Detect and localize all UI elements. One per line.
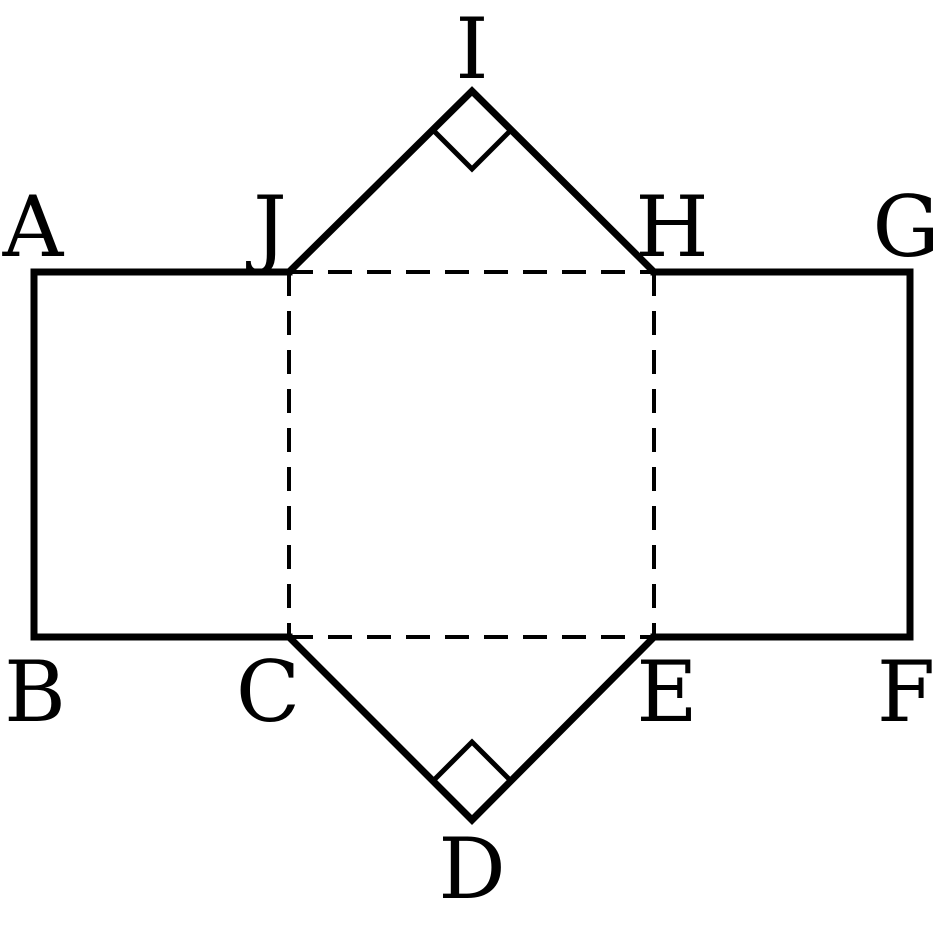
bottom-triangle-edges — [284, 632, 659, 825]
vertex-label-a: A — [2, 178, 65, 276]
vertex-label-i: I — [455, 0, 488, 98]
vertex-label-b: B — [4, 643, 66, 741]
vertex-label-c: C — [236, 643, 300, 741]
right-angle-mark-i — [431, 128, 513, 173]
right-angle-mark-d — [431, 738, 513, 783]
vertex-label-h: H — [635, 178, 708, 276]
vertex-label-g: G — [872, 178, 939, 276]
vertex-label-e: E — [636, 643, 697, 741]
vertex-label-j: J — [245, 178, 287, 276]
top-triangle-edges — [284, 86, 659, 277]
edge-h-g-f-e — [650, 268, 914, 641]
vertex-label-d: D — [438, 820, 505, 918]
vertex-label-f: F — [877, 643, 935, 741]
edge-j-a-b-c — [30, 268, 293, 641]
